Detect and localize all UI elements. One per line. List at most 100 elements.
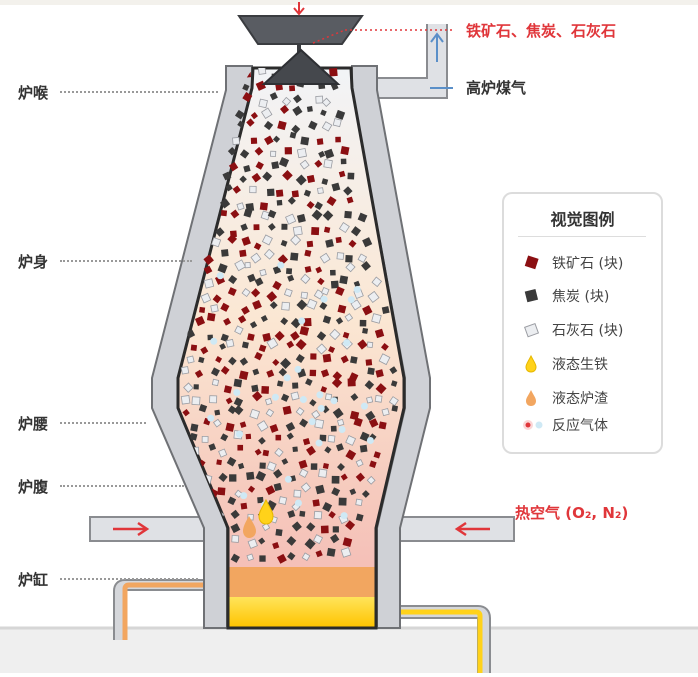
burden-particle xyxy=(287,551,296,561)
charging-hopper xyxy=(237,15,364,85)
burden-particle xyxy=(281,301,291,311)
gas-bubble xyxy=(210,337,218,345)
burden-particle xyxy=(206,312,216,322)
zone-leader-bosh xyxy=(60,485,184,487)
burden-particle xyxy=(299,510,306,517)
burden-particle xyxy=(338,222,350,234)
burden-particle xyxy=(312,534,324,545)
hot-blast-arrow-left-icon xyxy=(113,521,150,537)
burden-particle xyxy=(240,502,248,510)
burden-particle xyxy=(280,393,290,402)
burden-particle xyxy=(291,124,301,134)
burden-particle xyxy=(345,520,356,531)
liquid-iron-drop xyxy=(258,498,274,525)
burden-particle xyxy=(279,104,290,114)
zone-leader-hearth xyxy=(60,578,198,580)
burden-particle xyxy=(366,341,374,349)
burden-particle xyxy=(250,252,262,264)
legend-item-coke: 焦炭 (块) xyxy=(522,285,609,307)
burden-particle xyxy=(256,420,269,432)
burden-particle xyxy=(337,463,345,471)
gas-bubble xyxy=(320,295,328,303)
burden-particle xyxy=(237,444,244,451)
burden-particle xyxy=(378,353,391,366)
burden-particle xyxy=(259,202,268,211)
burden-particle xyxy=(220,333,229,342)
burden-particle xyxy=(246,553,255,562)
burden-particle xyxy=(234,259,247,272)
burden-particle xyxy=(320,286,330,296)
burden-particle xyxy=(340,547,352,558)
burden-particle xyxy=(381,407,390,417)
burden-particle xyxy=(319,301,328,310)
zone-label-hearth: 炉缸 xyxy=(18,571,49,589)
burden-particle xyxy=(292,446,298,452)
burden-particle xyxy=(194,369,204,379)
burden-particle xyxy=(357,253,368,263)
burden-particle xyxy=(278,157,290,168)
burden-particle xyxy=(286,432,294,440)
burden-particle xyxy=(236,202,245,211)
burden-particle xyxy=(325,239,334,248)
burden-particle xyxy=(254,146,264,156)
burden-particle xyxy=(306,522,316,532)
burden-particle xyxy=(284,147,292,155)
burden-particle xyxy=(315,95,324,104)
burden-particle xyxy=(291,521,302,532)
burden-particle xyxy=(343,186,353,196)
burden-particle xyxy=(254,448,262,456)
gas-bubble xyxy=(316,391,324,399)
burden-particle xyxy=(198,356,205,364)
burden-particle xyxy=(357,212,368,223)
burden-particle xyxy=(344,313,354,322)
burden-particle xyxy=(278,496,288,505)
burden-particle xyxy=(326,547,336,557)
burden-particle xyxy=(245,202,255,212)
burden-particle xyxy=(255,161,264,170)
legend: 视觉图例 铁矿石 (块) 焦炭 (块) 石灰石 (块) 液态生铁 xyxy=(502,192,663,454)
burden-particle xyxy=(222,171,232,181)
burden-particle xyxy=(330,425,337,432)
burden-particle xyxy=(338,497,347,506)
burden-particle xyxy=(247,538,258,549)
burden-particle xyxy=(329,533,340,544)
burden-particle xyxy=(375,369,384,378)
burden-particle xyxy=(220,433,229,442)
burden-particle xyxy=(280,317,289,326)
iron-ore-icon xyxy=(522,253,552,273)
burden-particle xyxy=(252,299,262,310)
burden-particle xyxy=(329,328,341,341)
burden-particle xyxy=(212,418,222,428)
burden-particle xyxy=(239,357,249,366)
burden-particle xyxy=(237,120,245,128)
burden-particle xyxy=(267,209,277,219)
zone-label-stack: 炉身 xyxy=(18,253,49,271)
gas-bubble xyxy=(330,397,338,405)
gas-bubble xyxy=(240,492,248,500)
burden-particle xyxy=(281,223,288,230)
burden-particle xyxy=(259,462,266,469)
burden-particle xyxy=(189,432,198,441)
hot-blast-arrow-right-icon xyxy=(454,521,490,537)
burden-particle xyxy=(180,395,191,405)
burden-particle xyxy=(215,227,225,237)
burden-particle xyxy=(292,105,303,116)
gas-bubble xyxy=(360,402,368,410)
burden-particle xyxy=(246,471,255,481)
burden-particle xyxy=(350,299,362,311)
burden-particle xyxy=(225,397,233,405)
burden-particle xyxy=(287,274,295,282)
gas-bubble xyxy=(366,436,374,444)
burden-particle xyxy=(234,325,244,335)
burden-particle xyxy=(324,393,333,401)
burden-particle xyxy=(280,239,288,247)
burden-particle xyxy=(269,92,278,101)
burden-particle xyxy=(219,343,227,350)
burden-particle xyxy=(381,343,389,351)
burden-particle xyxy=(362,237,373,248)
burden-particle xyxy=(246,118,255,127)
burden-particle xyxy=(241,287,251,298)
burden-particle xyxy=(190,344,198,351)
burden-particle xyxy=(335,286,345,296)
